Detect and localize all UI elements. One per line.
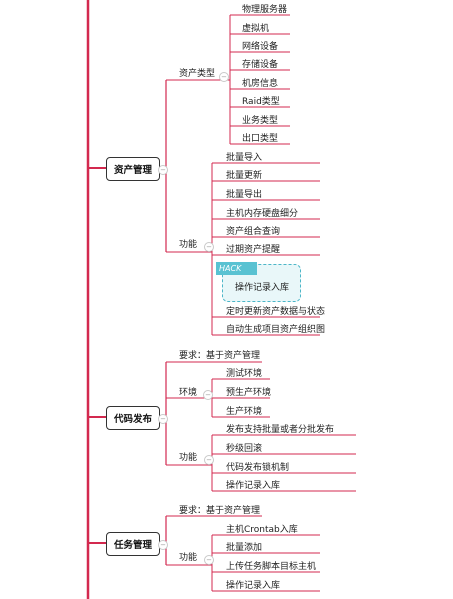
branch-task-function[interactable]: 功能 [179,553,198,563]
branch-release-environment[interactable]: 环境 [179,388,198,398]
leaf-asset-function[interactable]: 过期资产提醒 [226,245,281,255]
leaf-asset-type[interactable]: 存储设备 [242,60,279,70]
collapse-toggle-icon[interactable]: − [204,242,214,252]
branch-asset-function[interactable]: 功能 [179,240,198,250]
collapse-toggle-icon[interactable]: − [158,414,168,424]
highlight-box [222,264,301,302]
leaf-release-function[interactable]: 发布支持批量或者分批发布 [226,425,335,435]
leaf-asset-function[interactable]: 定时更新资产数据与状态 [226,307,326,317]
collapse-toggle-icon[interactable]: − [158,540,168,550]
collapse-toggle-icon[interactable]: − [203,390,213,400]
leaf-asset-function-highlight[interactable]: 操作记录入库 [235,283,290,293]
leaf-asset-function[interactable]: 资产组合查询 [226,227,281,237]
collapse-toggle-icon[interactable]: − [204,555,214,565]
leaf-asset-type[interactable]: 出口类型 [242,134,279,144]
collapse-toggle-icon[interactable]: − [219,72,229,82]
node-task-management[interactable]: 任务管理 [106,532,161,556]
leaf-asset-function[interactable]: 批量导出 [226,190,263,200]
leaf-task-function[interactable]: 上传任务脚本目标主机 [226,562,317,572]
leaf-asset-type[interactable]: 虚拟机 [242,24,270,34]
leaf-asset-type[interactable]: 物理服务器 [242,5,288,15]
leaf-release-function[interactable]: 代码发布锁机制 [226,463,290,473]
leaf-asset-function[interactable]: 自动生成项目资产组织图 [226,325,326,335]
leaf-release-environment[interactable]: 测试环境 [226,369,263,379]
branch-task-requirement[interactable]: 要求：基于资产管理 [179,506,261,516]
leaf-task-function[interactable]: 批量添加 [226,543,263,553]
node-code-release[interactable]: 代码发布 [106,406,161,430]
leaf-asset-function[interactable]: 主机内存硬盘细分 [226,209,299,219]
leaf-asset-type[interactable]: 机房信息 [242,79,279,89]
branch-release-function[interactable]: 功能 [179,453,198,463]
highlight-tag: HACK [216,262,257,275]
leaf-release-environment[interactable]: 预生产环境 [226,388,272,398]
leaf-asset-type[interactable]: Raid类型 [242,97,280,107]
collapse-toggle-icon[interactable]: − [158,165,168,175]
leaf-release-function[interactable]: 秒级回滚 [226,444,263,454]
leaf-asset-type[interactable]: 网络设备 [242,42,279,52]
node-asset-management[interactable]: 资产管理 [106,157,161,181]
leaf-asset-function[interactable]: 批量更新 [226,171,263,181]
leaf-task-function[interactable]: 主机Crontab入库 [226,525,298,535]
branch-release-requirement[interactable]: 要求：基于资产管理 [179,351,261,361]
leaf-task-function[interactable]: 操作记录入库 [226,581,281,591]
leaf-asset-type[interactable]: 业务类型 [242,116,279,126]
leaf-release-environment[interactable]: 生产环境 [226,407,263,417]
leaf-asset-function[interactable]: 批量导入 [226,153,263,163]
leaf-release-function[interactable]: 操作记录入库 [226,481,281,491]
branch-asset-type[interactable]: 资产类型 [179,69,216,79]
collapse-toggle-icon[interactable]: − [204,455,214,465]
